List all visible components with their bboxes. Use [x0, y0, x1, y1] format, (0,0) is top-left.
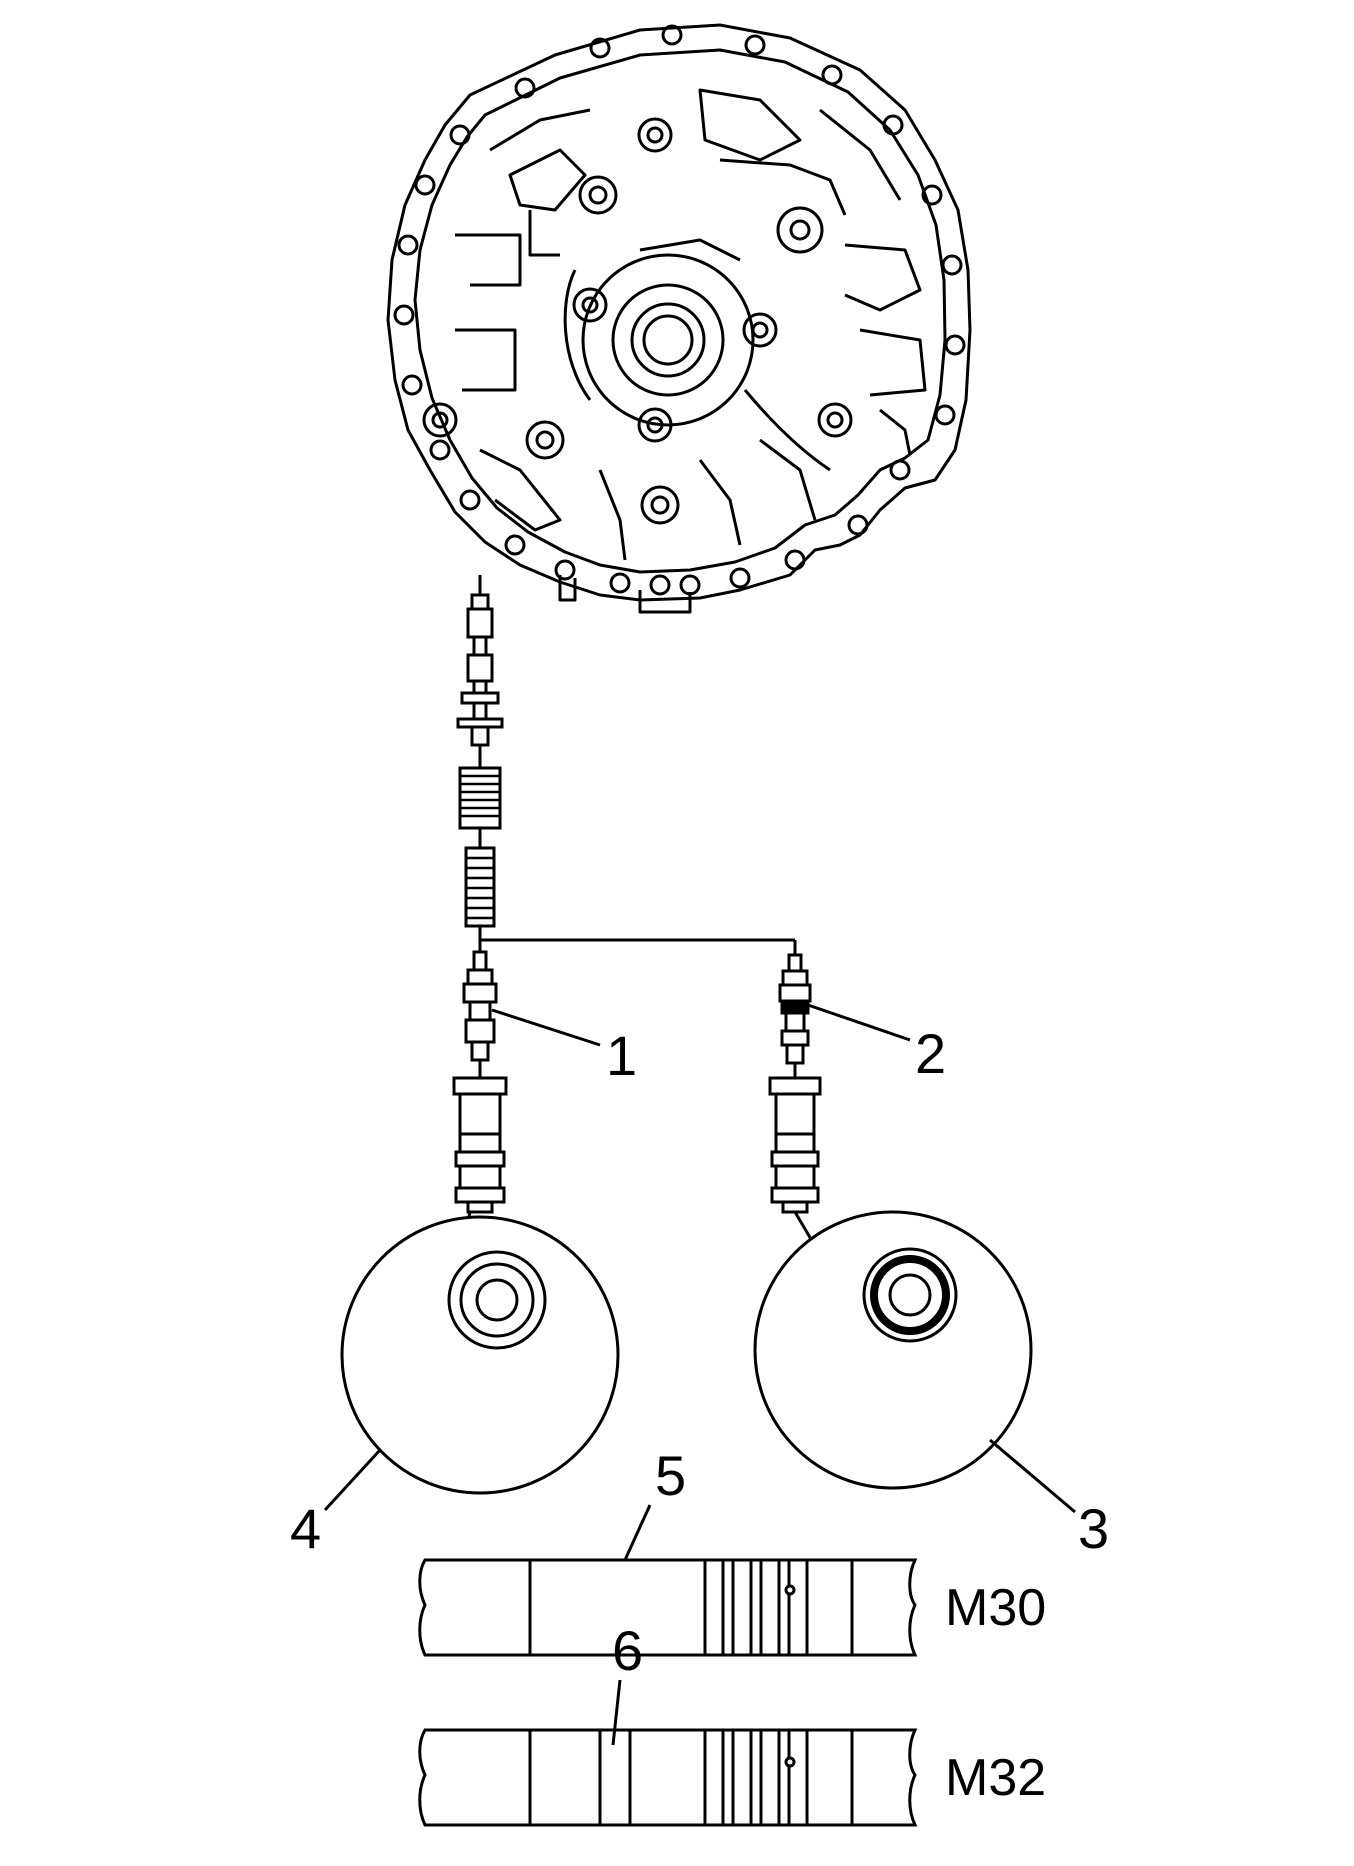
callout-4: 4	[290, 1497, 321, 1560]
leader-lines	[323, 1003, 1076, 1746]
callout-1: 1	[606, 1024, 637, 1087]
leader-1	[491, 1008, 601, 1047]
label-m30: M30	[945, 1579, 1046, 1637]
label-m32: M32	[945, 1749, 1046, 1807]
leader-6	[611, 1679, 622, 1746]
callout-2: 2	[915, 1022, 946, 1085]
leader-5	[623, 1504, 652, 1561]
leader-3	[989, 1438, 1076, 1514]
valve-assembly-right	[768, 953, 822, 1214]
branch-connector	[480, 938, 797, 955]
disc-right	[753, 1210, 1033, 1490]
leader-4	[323, 1448, 382, 1512]
pipe-m30	[418, 1558, 918, 1657]
callout-3: 3	[1078, 1497, 1109, 1560]
leader-2	[807, 1003, 911, 1042]
valve-body-housing	[386, 23, 972, 614]
callout-5: 5	[655, 1444, 686, 1507]
callout-6: 6	[612, 1619, 643, 1682]
pipe-m32	[418, 1728, 918, 1827]
disc-left	[340, 1211, 620, 1495]
valve-assembly-left	[452, 950, 508, 1214]
valve-stack-upper	[456, 575, 504, 952]
